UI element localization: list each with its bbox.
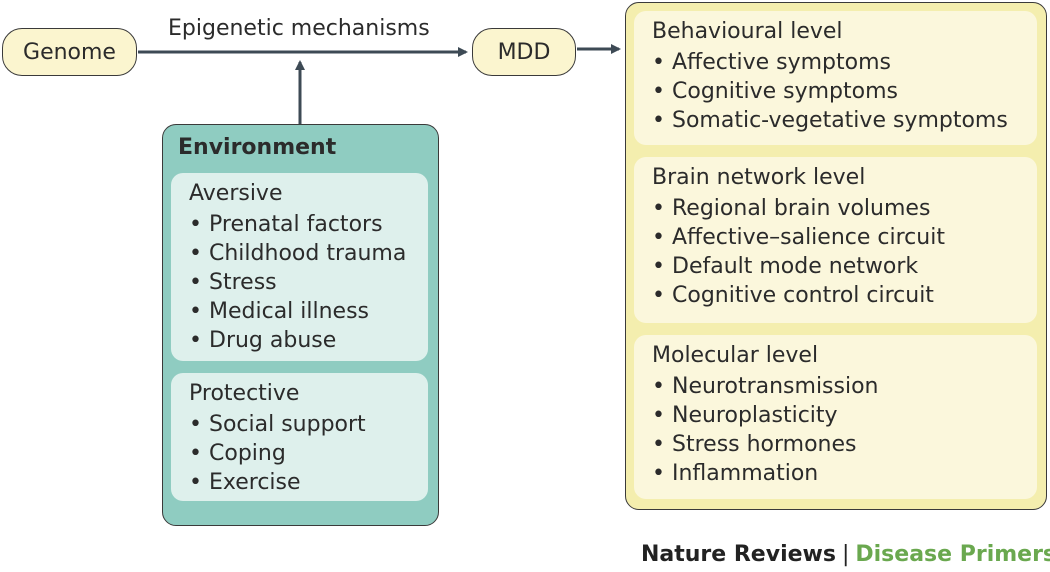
behavioural-level-box: Behavioural level Affective symptoms Cog… [634,11,1037,145]
epigenetic-mechanisms-label: Epigenetic mechanisms [168,16,430,41]
behavioural-level-title: Behavioural level [652,19,843,44]
list-item: Prenatal factors [189,210,406,239]
list-item: Stress [189,268,406,297]
aversive-box: Aversive Prenatal factors Childhood trau… [171,173,428,361]
footer-separator: | [841,542,850,567]
brain-network-list: Regional brain volumes Affective–salienc… [652,194,945,310]
list-item: Regional brain volumes [652,194,945,223]
list-item: Cognitive control circuit [652,281,945,310]
series-name: Disease Primers [855,542,1050,567]
list-item: Default mode network [652,252,945,281]
molecular-level-title: Molecular level [652,343,819,368]
protective-box: Protective Social support Coping Exercis… [171,373,428,501]
list-item: Somatic-vegetative symptoms [652,106,1008,135]
molecular-list: Neurotransmission Neuroplasticity Stress… [652,372,879,488]
protective-title: Protective [189,381,300,406]
aversive-title: Aversive [189,181,283,206]
environment-title: Environment [178,135,337,160]
list-item: Childhood trauma [189,239,406,268]
journal-footer: Nature Reviews|Disease Primers [641,542,1050,567]
list-item: Neurotransmission [652,372,879,401]
list-item: Neuroplasticity [652,401,879,430]
list-item: Inflammation [652,459,879,488]
list-item: Cognitive symptoms [652,77,1008,106]
aversive-list: Prenatal factors Childhood trauma Stress… [189,210,406,355]
genome-node: Genome [2,28,137,76]
protective-list: Social support Coping Exercise [189,410,366,497]
brain-network-level-title: Brain network level [652,165,866,190]
genome-label: Genome [23,39,116,65]
levels-box: Behavioural level Affective symptoms Cog… [625,2,1047,510]
mdd-node: MDD [472,28,576,76]
molecular-level-box: Molecular level Neurotransmission Neurop… [634,335,1037,499]
list-item: Medical illness [189,297,406,326]
list-item: Exercise [189,468,366,497]
environment-box: Environment Aversive Prenatal factors Ch… [162,124,439,526]
brain-network-level-box: Brain network level Regional brain volum… [634,157,1037,323]
list-item: Affective–salience circuit [652,223,945,252]
mdd-label: MDD [497,39,551,65]
list-item: Drug abuse [189,326,406,355]
list-item: Coping [189,439,366,468]
journal-name: Nature Reviews [641,542,836,567]
list-item: Affective symptoms [652,48,1008,77]
list-item: Social support [189,410,366,439]
behavioural-list: Affective symptoms Cognitive symptoms So… [652,48,1008,135]
list-item: Stress hormones [652,430,879,459]
